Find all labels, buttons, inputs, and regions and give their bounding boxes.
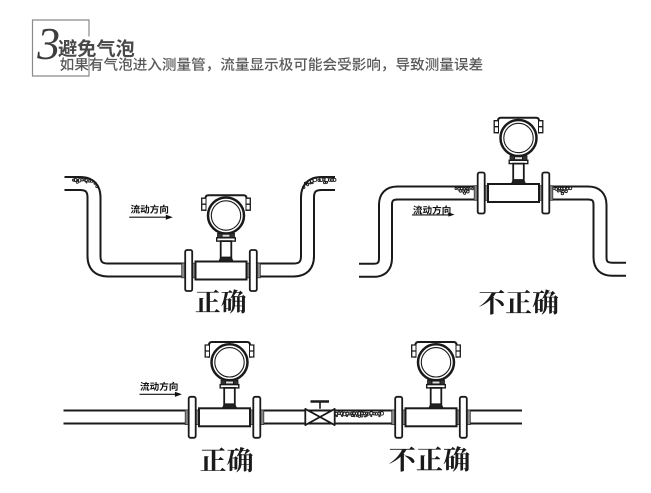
svg-text:3: 3 [36, 18, 60, 69]
